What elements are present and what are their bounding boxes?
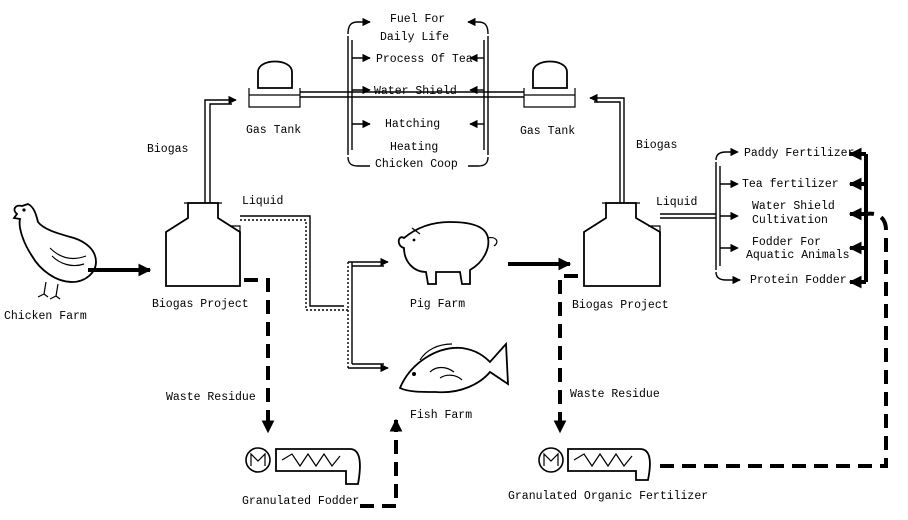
liquid-use-fodder-line1: Fodder For bbox=[752, 236, 821, 249]
liquid-use-paddy-fertilizer: Paddy Fertilizer bbox=[744, 147, 854, 160]
fish-farm-label: Fish Farm bbox=[410, 409, 472, 422]
pig-icon bbox=[397, 221, 498, 285]
waste-residue-left-arrow bbox=[244, 278, 275, 434]
granulated-organic-fertilizer-label: Granulated Organic Fertilizer bbox=[508, 490, 708, 503]
fertilizer-return-line bbox=[660, 211, 888, 468]
liquid-use-tea-fertilizer: Tea fertilizer bbox=[742, 178, 839, 191]
fish-icon bbox=[398, 341, 509, 394]
biogas-digester-left bbox=[165, 202, 241, 287]
chicken-icon bbox=[12, 203, 97, 300]
fertilizer-return-bracket bbox=[848, 147, 868, 289]
biogas-pipe-right bbox=[589, 93, 625, 203]
biogas-project-right-label: Biogas Project bbox=[572, 299, 669, 312]
chicken-farm-label: Chicken Farm bbox=[4, 310, 87, 323]
waste-residue-right-arrow bbox=[553, 274, 578, 434]
gas-use-heating-line1: Heating bbox=[390, 141, 438, 154]
gas-tank-right bbox=[523, 60, 576, 108]
liquid-use-protein-fodder: Protein Fodder bbox=[750, 274, 847, 287]
gas-tank-left bbox=[248, 60, 301, 108]
waste-residue-left-label: Waste Residue bbox=[166, 391, 256, 404]
pig-farm-label: Pig Farm bbox=[410, 298, 465, 311]
biogas-left-label: Biogas bbox=[147, 143, 188, 156]
gas-distribution-left bbox=[347, 17, 371, 167]
granulator-left-icon bbox=[245, 447, 361, 485]
gas-use-heating-line2: Chicken Coop bbox=[375, 158, 458, 171]
liquid-right-label: Liquid bbox=[656, 196, 697, 209]
gas-use-fuel-line1: Fuel For bbox=[390, 13, 445, 26]
gas-use-process-of-tea: Process Of Tea bbox=[376, 53, 473, 66]
gas-use-fuel-line2: Daily Life bbox=[380, 31, 449, 44]
biogas-project-left-label: Biogas Project bbox=[152, 298, 249, 311]
liquid-use-water-shield-line1: Water Shield bbox=[752, 200, 835, 213]
gas-distribution-right bbox=[467, 17, 489, 167]
liquid-left-label: Liquid bbox=[242, 195, 283, 208]
gas-tank-left-label: Gas Tank bbox=[246, 124, 301, 137]
gas-use-hatching: Hatching bbox=[385, 118, 440, 131]
waste-residue-right-label: Waste Residue bbox=[570, 388, 660, 401]
liquid-use-water-shield-line2: Cultivation bbox=[752, 214, 828, 227]
gas-tank-right-label: Gas Tank bbox=[520, 125, 575, 138]
granulated-fodder-label: Granulated Fodder bbox=[242, 495, 359, 508]
biogas-pipe-left bbox=[204, 95, 237, 203]
gas-use-water-shield: Water Shield bbox=[374, 85, 457, 98]
biogas-digester-right bbox=[583, 202, 661, 287]
liquid-distribution-right bbox=[715, 147, 741, 285]
granulator-right-icon bbox=[538, 447, 651, 481]
liquid-use-fodder-line2: Aquatic Animals bbox=[746, 249, 850, 262]
liquid-pipe-left bbox=[240, 219, 348, 311]
biogas-right-label: Biogas bbox=[636, 139, 677, 152]
fodder-to-fish-arrow bbox=[360, 418, 403, 508]
